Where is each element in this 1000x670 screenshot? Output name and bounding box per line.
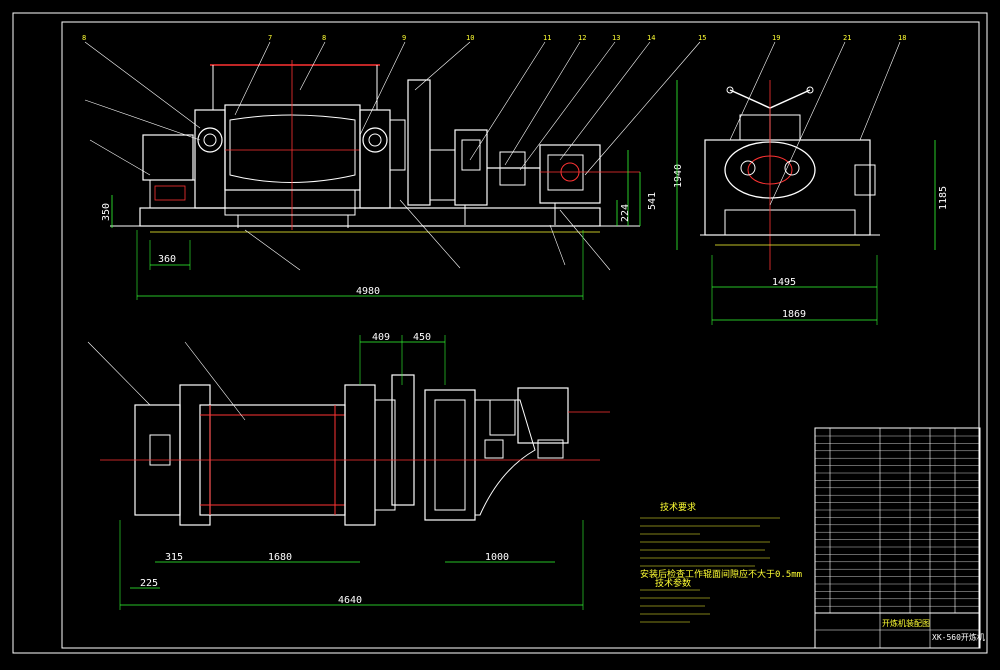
dim-left-1: 315: [165, 552, 183, 563]
title-block-drawing-code: XK-560开炼机: [932, 632, 985, 642]
plan-view: [87, 341, 610, 526]
notes-highlight-line: 安装后检查工作辊面间隙应不大于0.5mm: [640, 568, 802, 580]
dim-left-offset: 360: [158, 254, 176, 265]
dim-right-small: 224: [620, 204, 631, 222]
balloon-front: 14: [647, 34, 655, 42]
balloon-front: 8: [322, 34, 326, 42]
side-elevation-view: [700, 41, 901, 270]
sheet-outer-border: [12, 12, 988, 654]
dim-side-height: 1185: [938, 186, 949, 210]
dim-right-height-2: 541: [647, 192, 658, 210]
dim-side-width-outer: 1869: [782, 309, 806, 320]
dim-top-2: 450: [413, 332, 431, 343]
side-view-dimensions: [676, 80, 936, 325]
balloon-side: 18: [898, 34, 906, 42]
balloon-side: 19: [772, 34, 780, 42]
dim-height-mid: 350: [101, 203, 112, 221]
balloon-front: 7: [268, 34, 272, 42]
sheet-inner-border: [61, 21, 980, 649]
balloon-front: 10: [466, 34, 474, 42]
balloon-front: 11: [543, 34, 551, 42]
title-block: [814, 612, 981, 649]
dim-top-1: 409: [372, 332, 390, 343]
dim-left-2: 225: [140, 578, 158, 589]
dim-roll-length: 1680: [268, 552, 292, 563]
dim-side-width-inner: 1495: [772, 277, 796, 288]
dim-overall-length-plan: 4640: [338, 595, 362, 606]
notes-heading-technical-parameters: 技术参数: [655, 577, 691, 589]
technical-notes: [640, 517, 780, 623]
balloon-front: 12: [578, 34, 586, 42]
notes-heading-technical-requirements: 技术要求: [660, 501, 696, 513]
title-block-drawing-title: 开炼机装配图: [882, 618, 930, 628]
front-view-dimensions: [111, 150, 641, 300]
balloon-front: 8: [82, 34, 86, 42]
balloon-front: 13: [612, 34, 620, 42]
dim-right-span: 1000: [485, 552, 509, 563]
dim-right-height-1: 1940: [673, 164, 684, 188]
dim-overall-length-front: 4980: [356, 286, 380, 297]
balloon-front: 15: [698, 34, 706, 42]
bill-of-materials-table: [814, 427, 981, 614]
plan-view-dimensions: [119, 335, 584, 610]
front-elevation-view: [84, 41, 701, 271]
balloon-front: 9: [402, 34, 406, 42]
balloon-side: 21: [843, 34, 851, 42]
